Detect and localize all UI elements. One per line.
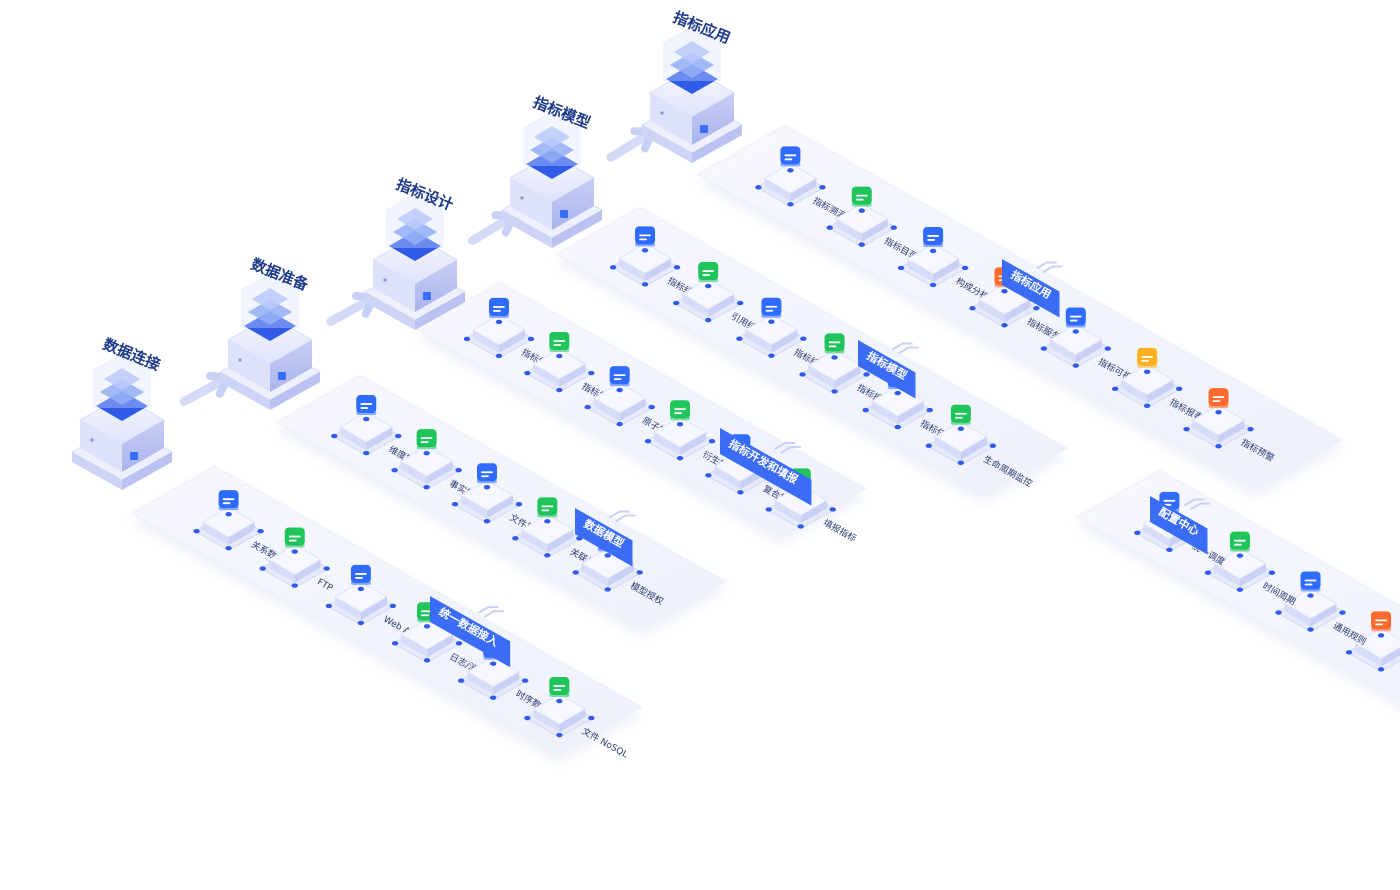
pipeline-stage[interactable]: 指标应用 bbox=[640, 8, 744, 163]
resource-icon bbox=[1371, 611, 1392, 632]
metric-system-icon bbox=[488, 297, 509, 318]
module-item[interactable]: 原子指标 bbox=[584, 366, 678, 442]
pipeline-stage[interactable]: 指标模型 bbox=[500, 93, 604, 248]
ftp-icon bbox=[284, 527, 305, 548]
pipeline-stage[interactable]: 指标设计 bbox=[363, 175, 467, 330]
metric-auth-icon bbox=[824, 333, 845, 354]
module-item[interactable]: 资源管理 bbox=[1345, 611, 1400, 687]
module-item[interactable]: 文件导入 bbox=[451, 463, 545, 539]
composition-analysis-icon bbox=[923, 226, 944, 247]
module-item[interactable]: 通用规则 bbox=[1275, 571, 1368, 648]
file-import-icon bbox=[476, 463, 497, 484]
metric-standard-icon bbox=[549, 332, 570, 353]
dimension-model-icon bbox=[356, 395, 377, 416]
derived-metric-icon bbox=[670, 400, 691, 421]
metric-trace-icon bbox=[780, 146, 801, 167]
module-item-label: 填报指标 bbox=[821, 517, 858, 545]
module-item[interactable]: 关联关系 bbox=[512, 497, 605, 573]
module-panel: 指标结果表引用结果表指标结果表指标授权指标任务调度生命周期监控指标模型 bbox=[555, 206, 1068, 504]
time-cycle-icon bbox=[1229, 531, 1250, 552]
database-icon bbox=[218, 490, 239, 511]
web-api-icon bbox=[350, 564, 371, 585]
metric-alert-icon bbox=[1208, 388, 1229, 409]
file-nosql-icon bbox=[549, 677, 570, 698]
metric-visual-icon bbox=[1065, 307, 1086, 328]
fact-model-icon bbox=[416, 429, 437, 450]
module-item[interactable]: 事实模型 bbox=[391, 429, 484, 505]
relation-icon bbox=[537, 497, 558, 518]
module-item[interactable]: 构成分析 bbox=[897, 226, 991, 303]
pipeline-stage[interactable]: 数据连接 bbox=[70, 335, 174, 490]
module-item[interactable]: 维度模型 bbox=[331, 395, 424, 471]
reference-table-icon bbox=[698, 262, 719, 283]
result-table-icon bbox=[761, 297, 782, 318]
atomic-metric-icon bbox=[609, 366, 630, 387]
metric-report-icon bbox=[1137, 347, 1158, 368]
lifecycle-monitor-icon bbox=[950, 404, 971, 425]
module-item[interactable]: FTP bbox=[259, 527, 335, 595]
metric-catalog-icon bbox=[851, 186, 872, 207]
module-panel: 组织用户安全体系权限管理资源管理通用规则时间周期统一调度配置中心 bbox=[1075, 469, 1400, 709]
module-item[interactable]: 时间周期 bbox=[1204, 531, 1298, 608]
pipeline-stage[interactable]: 数据准备 bbox=[218, 255, 322, 410]
module-panel: 指标体系指标标准定义原子指标衍生指标复合指标填报指标指标开发和填报 bbox=[415, 281, 867, 545]
rule-icon bbox=[1300, 571, 1321, 592]
result-table-icon bbox=[635, 226, 656, 247]
